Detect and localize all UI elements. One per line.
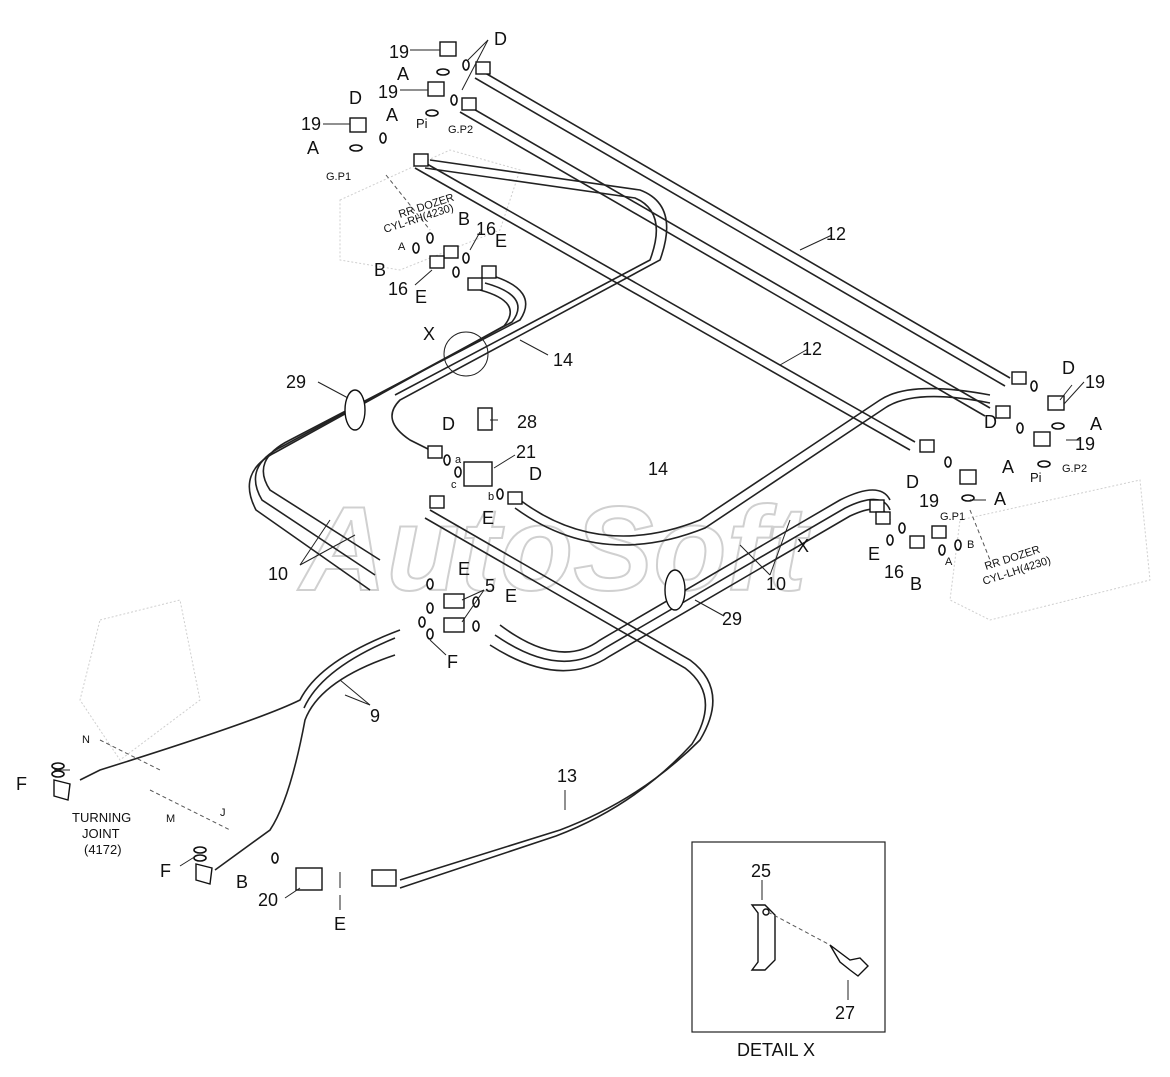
label-b-c: B [910, 574, 922, 594]
label-d-g: D [906, 472, 919, 492]
label-27: 27 [835, 1003, 855, 1023]
ghost-outlines [79, 149, 1151, 761]
label-19-e: 19 [1075, 434, 1095, 454]
label-pi-left: Pi [416, 116, 428, 131]
label-a-small-right: A [945, 556, 953, 568]
label-21: 21 [516, 442, 536, 462]
fittings-top-left [349, 41, 497, 291]
label-13: 13 [557, 766, 577, 786]
label-16-a: 16 [476, 219, 496, 239]
hose-14 [391, 159, 991, 546]
label-b-b: B [374, 260, 386, 280]
label-detail-x: DETAIL X [737, 1040, 815, 1060]
label-a-small: a [455, 454, 462, 466]
label-20: 20 [258, 890, 278, 910]
label-f-b: F [16, 774, 27, 794]
label-e-e: E [458, 559, 470, 579]
label-gp2-right: G.P2 [1062, 463, 1087, 475]
label-b-small-right: B [967, 539, 974, 551]
label-d-d: D [529, 464, 542, 484]
label-19-c: 19 [301, 114, 321, 134]
fittings-right [869, 371, 1065, 556]
label-9: 9 [370, 706, 380, 726]
leader-lines [54, 39, 1085, 910]
label-a-e: A [1002, 457, 1014, 477]
label-10-a: 10 [766, 574, 786, 594]
label-29-a: 29 [286, 372, 306, 392]
label-b-a: B [458, 209, 470, 229]
label-gp1-left: G.P1 [326, 171, 351, 183]
label-m: M [166, 813, 175, 825]
label-x-b: X [797, 536, 809, 556]
guide-lines [99, 174, 991, 831]
label-a-c: A [307, 138, 319, 158]
autosoft-watermark: AutoSoft [297, 482, 812, 616]
label-10-b: 10 [268, 564, 288, 584]
label-16-c: 16 [884, 562, 904, 582]
label-a-f: A [994, 489, 1006, 509]
label-c-small: c [451, 479, 457, 491]
label-d-c: D [442, 414, 455, 434]
label-d-e: D [1062, 358, 1075, 378]
label-14-b: 14 [648, 459, 668, 479]
fittings-lower-left [51, 762, 397, 891]
label-a-a: A [397, 64, 409, 84]
part-labels: 19 A D 19 D A Pi G.P2 19 A G.P1 RR DOZER… [16, 29, 1105, 1060]
label-19-f: 19 [919, 491, 939, 511]
hose-9 [79, 629, 401, 871]
label-14-a: 14 [553, 350, 573, 370]
hose-12 [414, 69, 1011, 451]
label-5: 5 [485, 576, 495, 596]
label-e-f: E [505, 586, 517, 606]
label-turning-2: JOINT [82, 826, 120, 841]
clamp-29-left [344, 389, 366, 431]
label-12-a: 12 [826, 224, 846, 244]
label-16-b: 16 [388, 279, 408, 299]
label-gp1-right: G.P1 [940, 511, 965, 523]
label-29-b: 29 [722, 609, 742, 629]
label-x-a: X [423, 324, 435, 344]
label-pi-right: Pi [1030, 470, 1042, 485]
label-19-d: 19 [1085, 372, 1105, 392]
label-j: J [220, 807, 226, 819]
label-b-small: b [488, 491, 494, 503]
hose-13 [399, 509, 714, 889]
label-n: N [82, 734, 90, 746]
label-b-d: B [236, 872, 248, 892]
label-d-a: D [494, 29, 507, 49]
label-12-b: 12 [802, 339, 822, 359]
detail-x-circle [443, 331, 489, 377]
detail-x-box [691, 841, 886, 1033]
label-25: 25 [751, 861, 771, 881]
label-f-c: F [160, 861, 171, 881]
label-d-f: D [984, 412, 997, 432]
label-e-g: E [334, 914, 346, 934]
label-d-b: D [349, 88, 362, 108]
clamp-29-right [664, 569, 686, 611]
label-e-c: E [482, 508, 494, 528]
label-a-d: A [1090, 414, 1102, 434]
label-a-b: A [386, 105, 398, 125]
label-turning-3: (4172) [84, 842, 122, 857]
label-a-small-left: A [398, 241, 406, 253]
label-f-a: F [447, 652, 458, 672]
label-e-b: E [415, 287, 427, 307]
label-e-d: E [868, 544, 880, 564]
label-19-b: 19 [378, 82, 398, 102]
label-28: 28 [517, 412, 537, 432]
label-turning-1: TURNING [72, 810, 131, 825]
fittings-center [418, 407, 523, 640]
label-e-a: E [495, 231, 507, 251]
label-19-a: 19 [389, 42, 409, 62]
label-gp2-left: G.P2 [448, 124, 473, 136]
